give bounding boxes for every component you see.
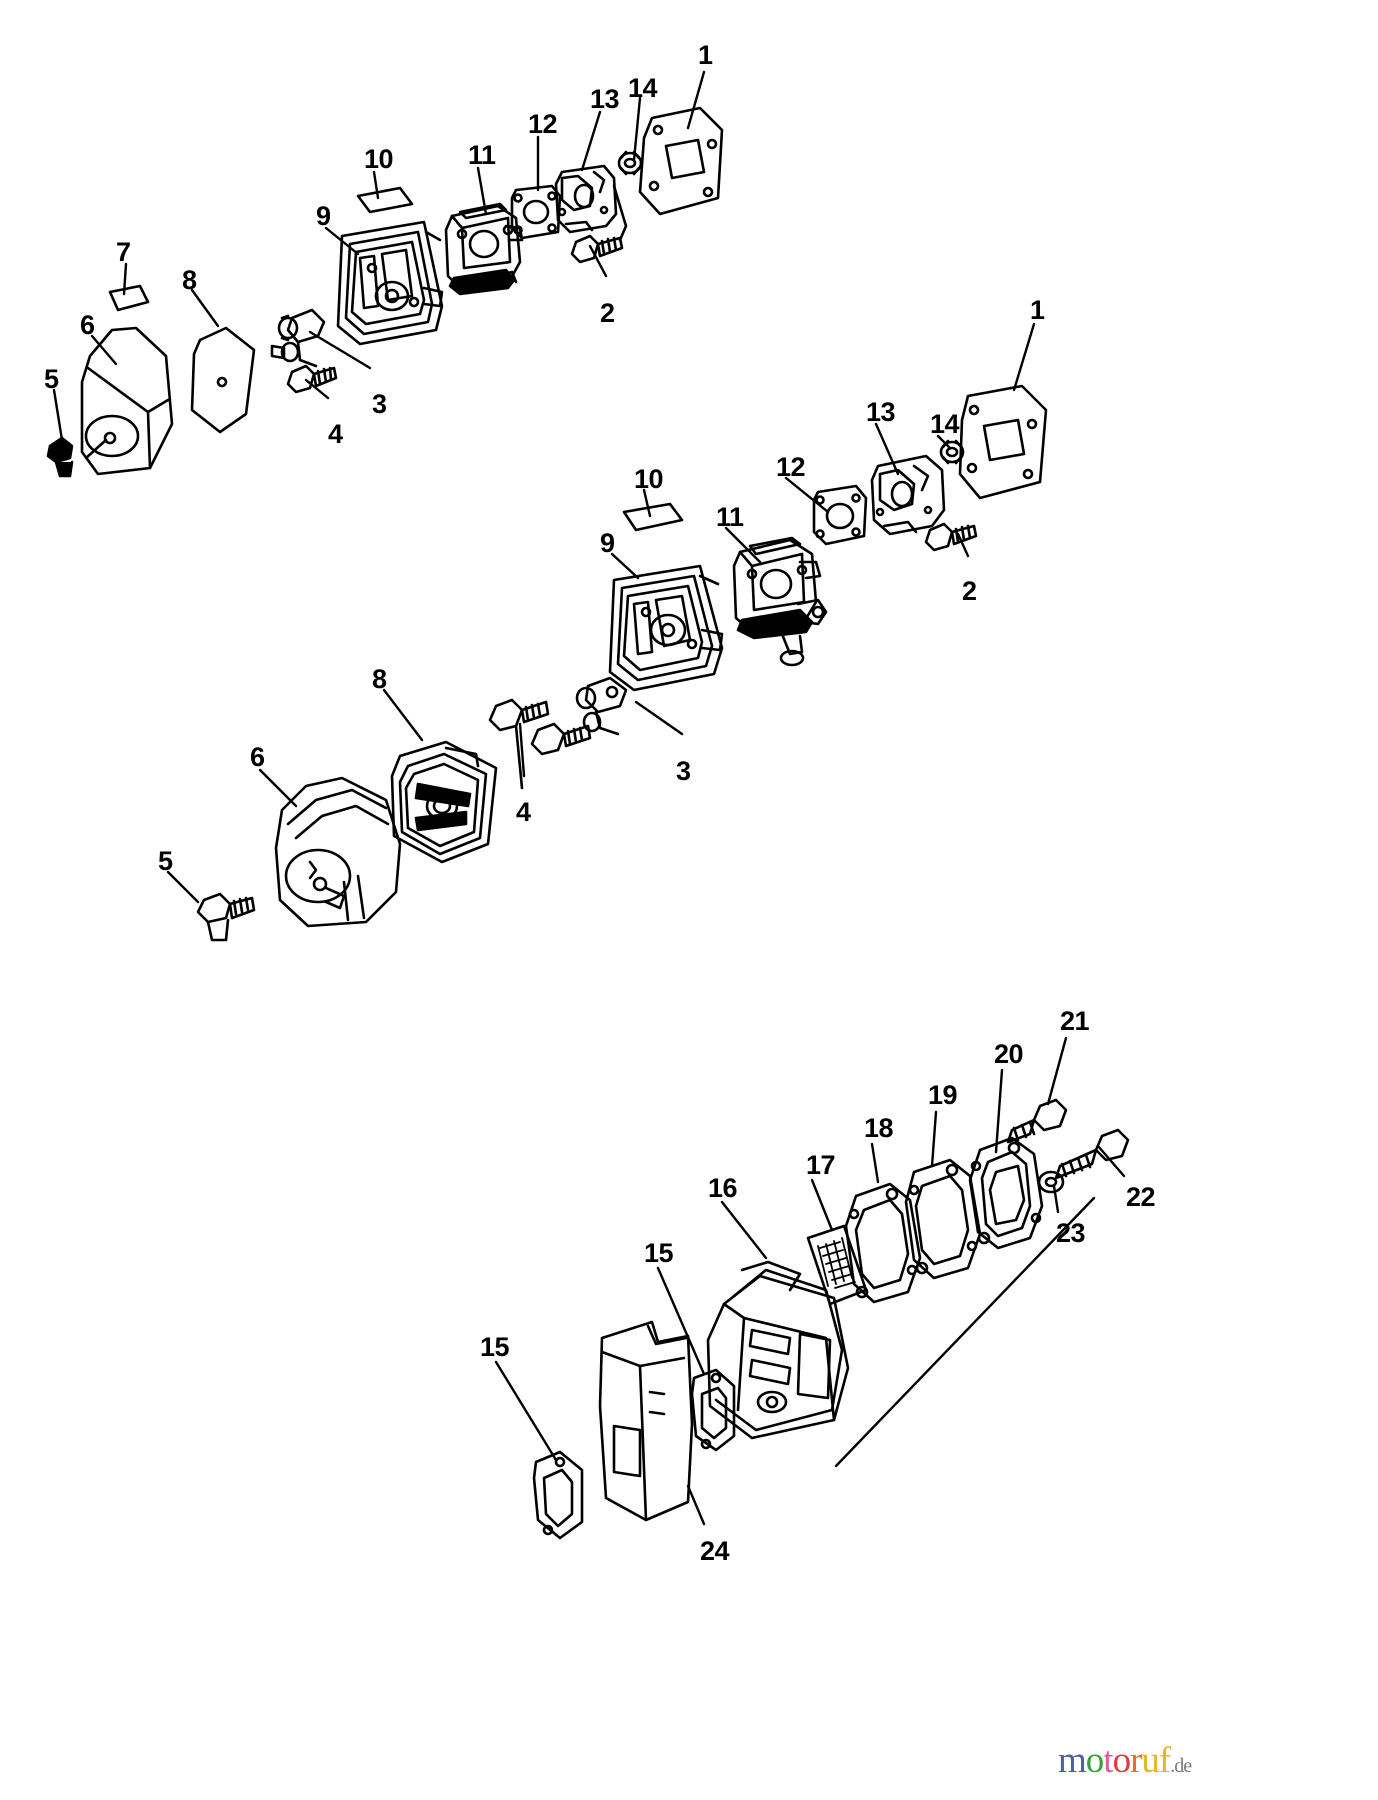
part-23-washer (1037, 1170, 1065, 1194)
callout-10-middle: 10 (634, 464, 664, 494)
callout-8-upper: 8 (182, 265, 197, 295)
callout-3-upper: 3 (372, 389, 387, 419)
callout-11-middle: 11 (716, 502, 744, 532)
part-1-gasket-plate-middle (958, 384, 1048, 500)
callout-13-upper: 13 (590, 84, 620, 114)
callout-23: 23 (1056, 1218, 1086, 1248)
part-6-air-filter-cover-middle (274, 776, 402, 928)
part-9-air-filter-base-upper (336, 220, 444, 346)
part-14-nut-upper (617, 150, 643, 176)
callout-4-upper: 4 (328, 419, 343, 449)
part-15-muffler-gasket-upper (690, 1368, 736, 1452)
part-13-carburetor-body-upper (554, 164, 618, 234)
callout-21: 21 (1060, 1006, 1090, 1036)
part-2-screw-middle (924, 522, 978, 552)
callout-2-upper: 2 (600, 298, 615, 328)
callout-2-middle: 2 (962, 576, 977, 606)
callout-18: 18 (864, 1113, 894, 1143)
callout-5-upper: 5 (44, 364, 59, 394)
part-1-gasket-plate-upper (638, 106, 724, 216)
part-5-wing-nut-upper (46, 436, 74, 478)
part-3-choke-bracket-middle (575, 676, 628, 736)
muffler-axis-line (834, 1196, 1096, 1468)
callout-12-upper: 12 (528, 109, 558, 139)
callout-9-upper: 9 (316, 201, 331, 231)
watermark-letter-t: t (1103, 1740, 1113, 1781)
part-6-air-filter-cover-upper (80, 326, 174, 476)
part-15-muffler-gasket-lower (532, 1450, 584, 1540)
leader-lines-muffler (494, 1036, 1126, 1526)
part-8-air-filter-element-upper (190, 326, 256, 434)
callout-14-middle: 14 (930, 409, 960, 439)
part-10-filter-strip-upper (356, 186, 414, 214)
part-10-filter-strip-middle (622, 502, 684, 532)
callout-15-lower: 15 (480, 1332, 510, 1362)
part-2-screw-upper (570, 184, 628, 264)
callout-24: 24 (700, 1536, 730, 1566)
part-9-air-filter-base-middle (608, 564, 724, 692)
callout-3-middle: 3 (676, 756, 691, 786)
callout-1-middle: 1 (1030, 295, 1045, 325)
watermark-letter-o2: o (1112, 1740, 1131, 1781)
callout-1-upper: 1 (698, 40, 713, 70)
callout-17: 17 (806, 1150, 836, 1180)
part-3-choke-bracket-upper (270, 308, 326, 368)
callout-6-upper: 6 (80, 310, 95, 340)
callout-8-middle: 8 (372, 664, 387, 694)
watermark-suffix: .de (1170, 1755, 1192, 1777)
watermark-letter-u: u (1141, 1740, 1159, 1781)
callout-20: 20 (994, 1039, 1024, 1069)
leader-lines-upper (52, 70, 706, 442)
part-19-exhaust-gasket (904, 1158, 982, 1280)
callout-7-upper: 7 (116, 237, 131, 267)
part-16-muffler-body (706, 1260, 850, 1440)
part-18-exhaust-plate (844, 1182, 922, 1304)
callout-9-middle: 9 (600, 528, 615, 558)
part-24-heat-shield (598, 1320, 694, 1522)
part-5-wing-nut-middle (196, 892, 256, 942)
part-21-bolt-short (1006, 1098, 1068, 1144)
part-4-screws-middle (488, 698, 592, 790)
watermark-letter-o1: o (1085, 1740, 1104, 1781)
callout-10-upper: 10 (364, 144, 394, 174)
part-13-carburetor-body-middle (870, 454, 946, 536)
motoruf-watermark: motoruf.de (1058, 1740, 1192, 1785)
callout-4-middle: 4 (516, 797, 531, 827)
part-14-nut-middle (939, 439, 965, 465)
part-4-screw-upper (286, 364, 338, 394)
callout-19: 19 (928, 1080, 958, 1110)
callout-5-middle: 5 (158, 846, 173, 876)
callout-13-middle: 13 (866, 397, 896, 427)
leader-lines-middle (166, 322, 1036, 904)
callout-14-upper: 14 (628, 73, 658, 103)
part-12-carburetor-gasket-middle (812, 484, 868, 546)
part-11-carburetor-main-body-upper (444, 202, 524, 296)
part-8-air-filter-element-middle (390, 740, 498, 864)
callout-15-upper: 15 (644, 1238, 674, 1268)
part-7-filter-pad-upper (108, 284, 150, 312)
watermark-letter-f: f (1158, 1740, 1171, 1781)
part-22-bolt-long (1054, 1128, 1130, 1180)
part-17-spark-arrestor-screen (806, 1224, 868, 1306)
callout-6-middle: 6 (250, 742, 265, 772)
part-11-carburetor-main-body-middle (732, 536, 828, 667)
callout-22: 22 (1126, 1182, 1156, 1212)
watermark-letter-r: r (1130, 1740, 1142, 1781)
callout-12-middle: 12 (776, 452, 806, 482)
callout-16: 16 (708, 1173, 738, 1203)
callout-11-upper: 11 (468, 140, 496, 170)
watermark-letter-m: m (1058, 1740, 1087, 1781)
